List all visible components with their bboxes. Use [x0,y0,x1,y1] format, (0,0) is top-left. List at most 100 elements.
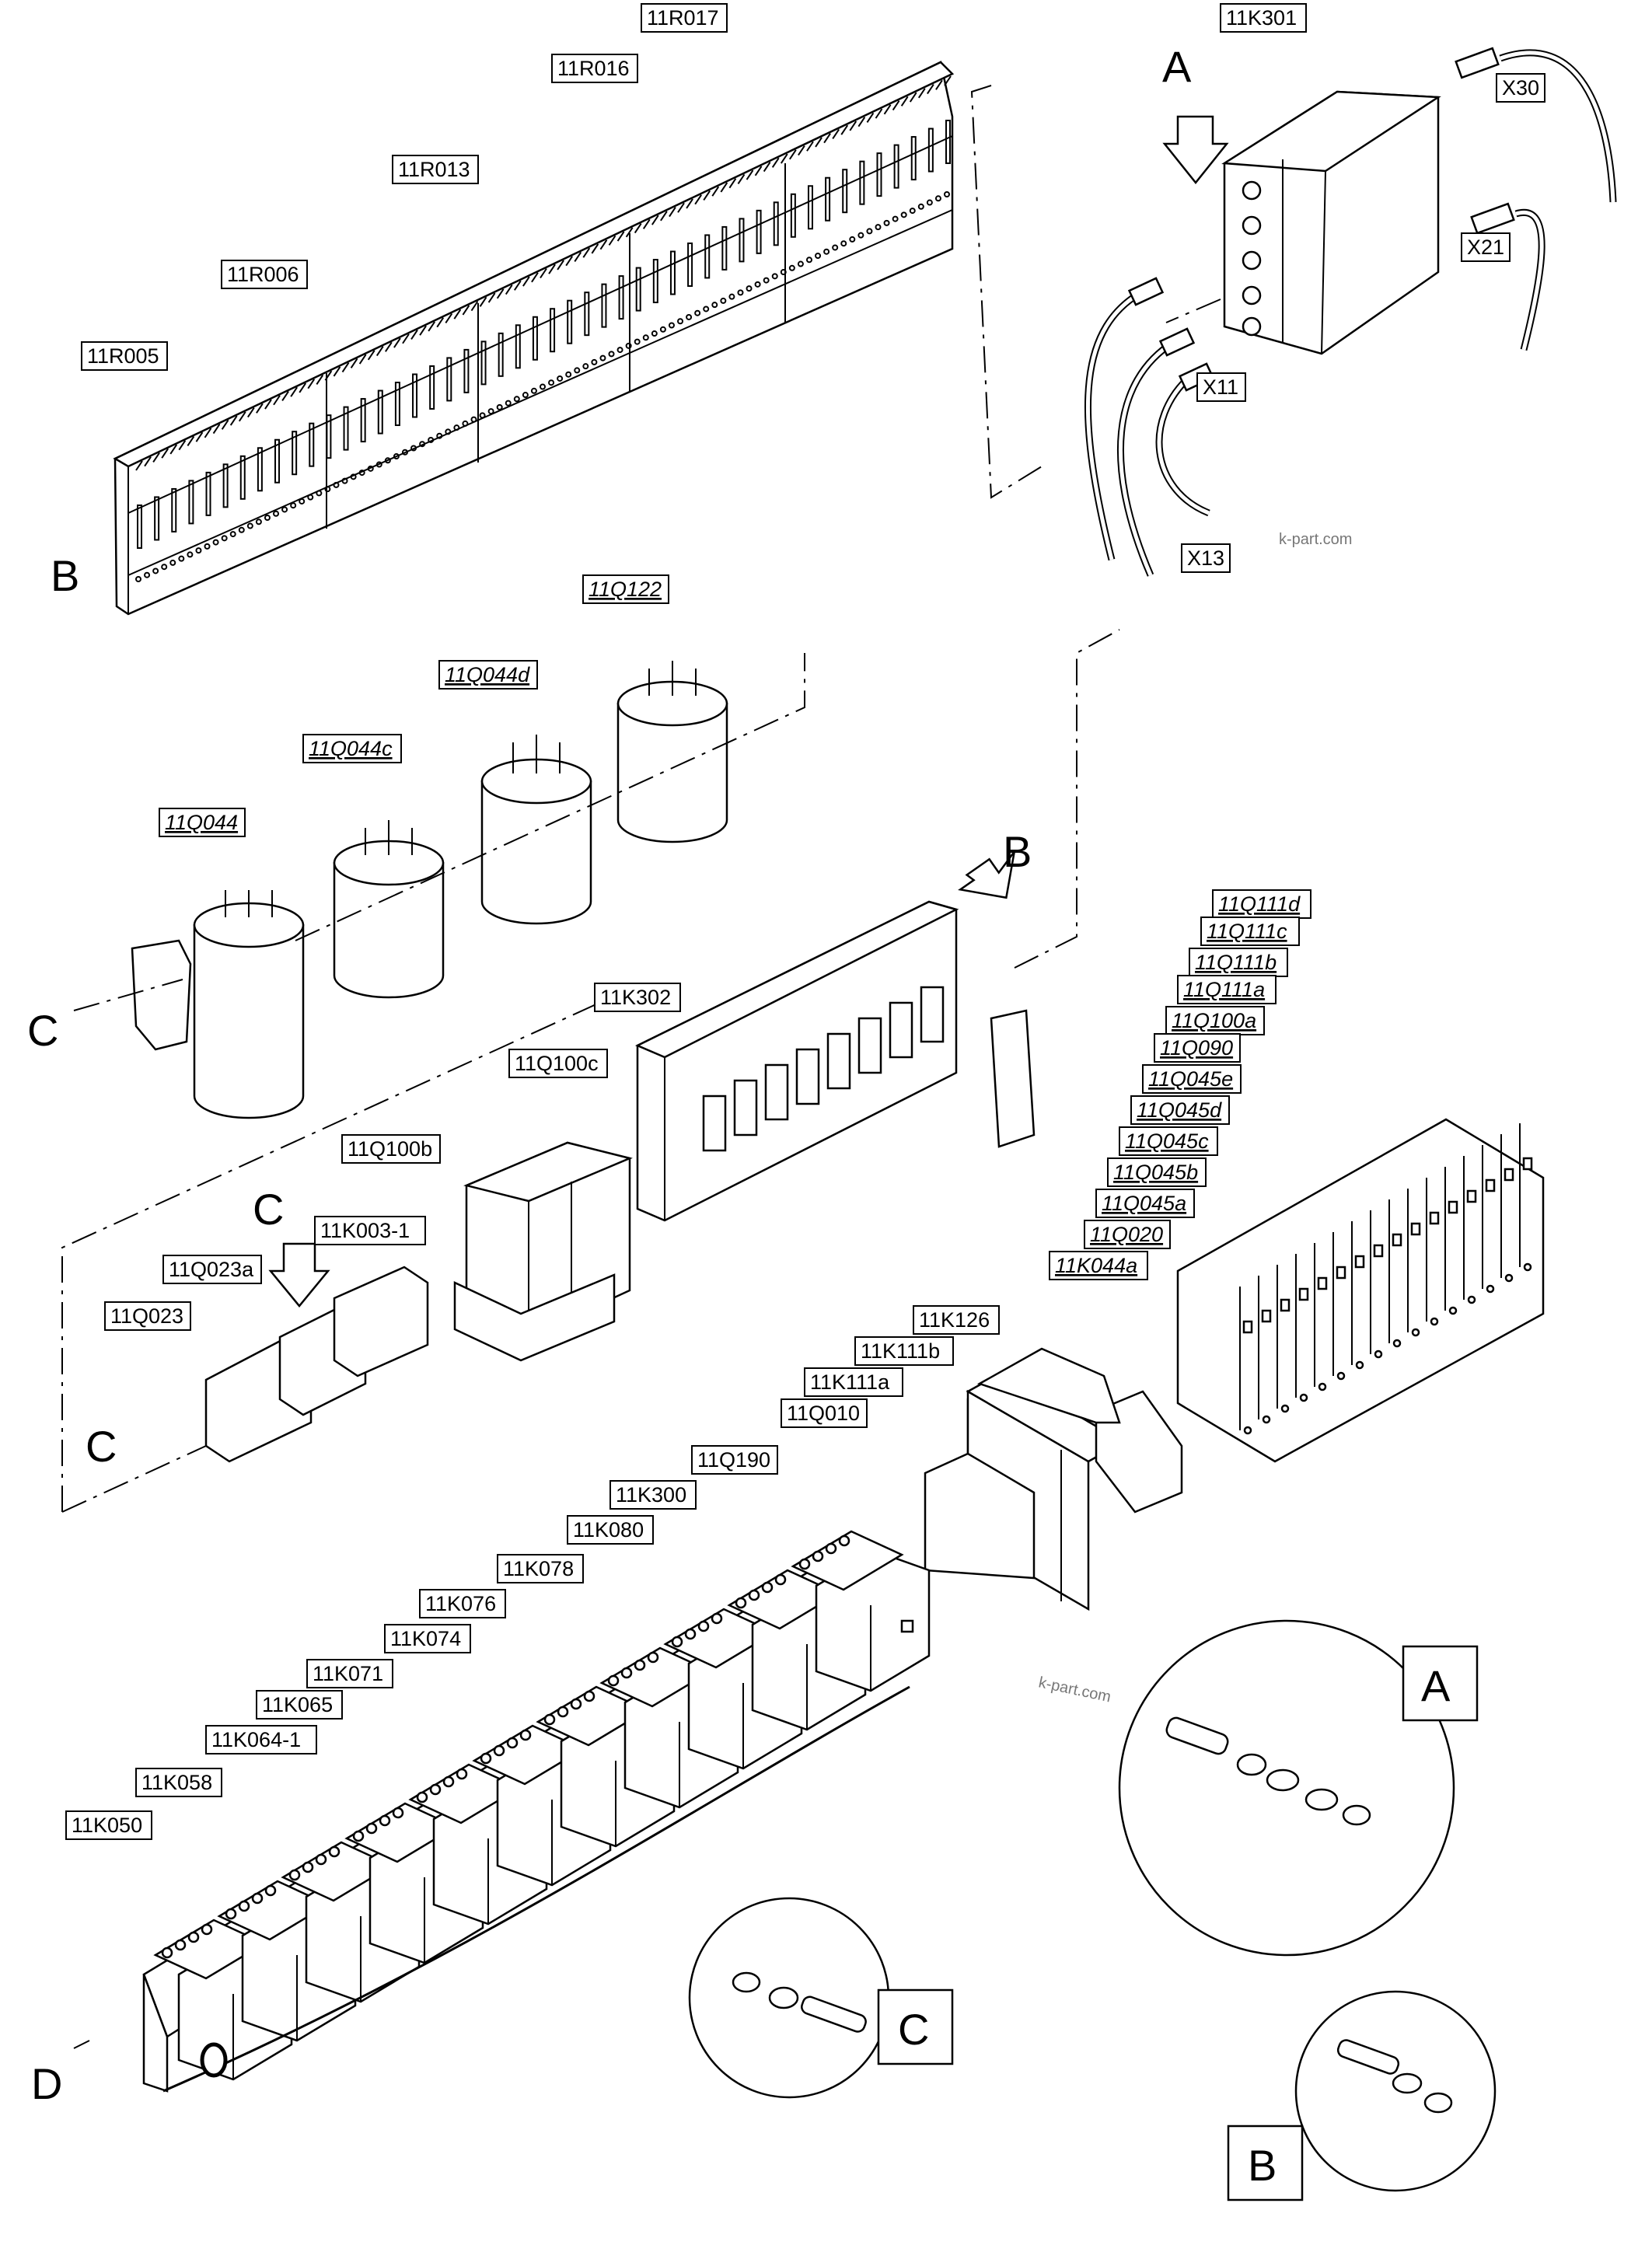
board-relay [764,1063,789,1121]
breaker-stack [1176,1118,1545,1463]
part-label: 11Q045a [1102,1192,1186,1215]
letter-c-top: C [253,1185,284,1234]
part-label: 11Q111b [1195,951,1277,974]
label-box [104,1301,191,1331]
detail-circle-c [688,1897,890,2099]
detail-circle-b [1294,1990,1497,2192]
contactor-4 [616,661,728,843]
part-label: 11K044a [1055,1254,1137,1277]
contactors [131,661,728,1119]
part-label: X11 [1203,375,1238,399]
label-box [567,1515,654,1545]
part-label: 11K076 [425,1592,496,1615]
label-box [1119,1126,1218,1156]
label-box [341,1134,441,1164]
label-box [159,808,246,837]
part-label: X13 [1187,546,1224,570]
label-box [551,54,638,83]
board-connector [990,1009,1036,1148]
part-label: 11K078 [503,1557,574,1580]
label-box [1212,889,1311,919]
board-relay [733,1079,758,1136]
part-label: 11Q111d [1218,892,1301,916]
part-label: 11K064-1 [211,1728,301,1751]
label-box [1220,3,1307,33]
label-box [508,1049,608,1078]
label-box [1049,1251,1148,1280]
board-relay [826,1032,851,1090]
label-box [384,1624,471,1653]
label-box [392,155,479,184]
part-label: 11K050 [72,1814,142,1837]
part-label: 11K111a [810,1370,890,1394]
part-label: 11Q023a [169,1258,254,1281]
part-label: 11K074 [390,1627,461,1650]
detail-frame-c [877,1988,954,2065]
label-box [302,734,402,763]
letter-a-top: A [1162,42,1192,91]
watermark-2: k-part.com [1037,1674,1112,1706]
label-box [1107,1157,1207,1187]
part-label: 11Q100b [348,1137,432,1161]
part-label: 11Q100c [515,1052,599,1075]
view-letters: A B C B C C D A C B [27,42,1451,2190]
board-relay [702,1095,727,1152]
terminal-strip-teeth [135,75,952,582]
label-box [1095,1189,1195,1218]
part-label: 11R017 [647,6,719,30]
part-label: 11K301 [1226,6,1297,30]
board-relay [920,986,945,1043]
label-box [65,1810,152,1840]
watermark-1: k-part.com [1279,531,1352,548]
label-box [221,260,308,289]
label-box [804,1367,903,1397]
part-label: 11K080 [573,1518,644,1541]
label-box [582,574,669,604]
label-box [781,1398,868,1428]
label-box [497,1554,584,1583]
letter-a-detail: A [1421,1661,1451,1710]
board-relay [795,1048,820,1105]
label-box [1130,1095,1230,1125]
letter-b-detail: B [1248,2141,1277,2190]
part-label: 11K126 [919,1308,990,1332]
label-box [81,341,168,371]
part-label: 11Q045e [1148,1067,1233,1091]
part-label: 11Q023 [110,1304,183,1328]
letter-b-top: B [1003,827,1032,876]
part-label: 11K065 [262,1693,333,1716]
label-box [1165,1006,1265,1035]
part-label: 11Q044 [165,811,238,834]
label-box [438,660,538,690]
part-label: 11Q010 [787,1402,860,1425]
part-label: 11Q111c [1207,920,1287,943]
label-box [1200,917,1300,946]
label-box [1461,232,1511,262]
view-arrows [268,115,1229,1308]
part-label: 11K003-1 [320,1219,410,1242]
part-label: 11R016 [557,57,630,80]
part-label: 11Q020 [1090,1223,1163,1246]
letter-c-left: C [27,1006,58,1055]
label-box [419,1589,506,1618]
letter-b-left: B [51,551,79,600]
label-box [1084,1220,1171,1249]
label-box [691,1445,778,1475]
label-box [609,1480,697,1510]
label-box [854,1336,954,1366]
part-label: 11K058 [141,1771,212,1794]
contactor-2 [333,820,445,999]
module-11k301 [1221,90,1441,355]
detail-circle-a [1118,1619,1455,1957]
part-label: 11Q100a [1172,1009,1256,1032]
part-label: 11Q045b [1113,1161,1198,1184]
label-box [135,1768,222,1797]
label-box [594,983,681,1012]
letter-c-detail: C [898,2005,929,2054]
label-box [1177,975,1277,1004]
contactor-1 [193,890,305,1119]
label-box [162,1255,262,1284]
label-box [1196,372,1246,402]
